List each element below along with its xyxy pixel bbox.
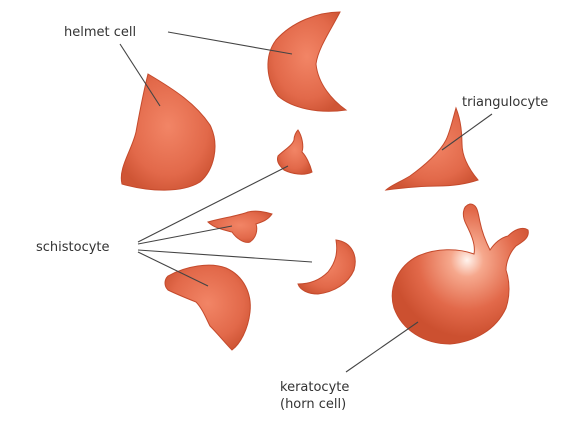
keratocyte-leader bbox=[346, 322, 418, 372]
triangulocyte-label: triangulocyte bbox=[462, 95, 548, 110]
schistocyte-fragment-2 bbox=[208, 211, 272, 242]
keratocyte-label: keratocyte bbox=[280, 380, 349, 395]
horn-cell-label: (horn cell) bbox=[280, 397, 346, 412]
helmet-cell-top bbox=[268, 12, 346, 111]
helmet-cell-large bbox=[121, 74, 215, 190]
keratocyte-cell bbox=[392, 204, 528, 344]
triangulocyte-cell bbox=[386, 108, 478, 190]
schistocyte-leader-3 bbox=[138, 250, 312, 262]
schistocyte-crescent bbox=[298, 240, 355, 294]
helmet-leader-to-left-cell bbox=[120, 44, 160, 106]
schistocyte-label: schistocyte bbox=[36, 240, 110, 255]
schistocyte-fragment-1 bbox=[277, 130, 312, 174]
helmet-cell-label: helmet cell bbox=[64, 25, 136, 40]
schistocyte-large bbox=[165, 265, 250, 350]
